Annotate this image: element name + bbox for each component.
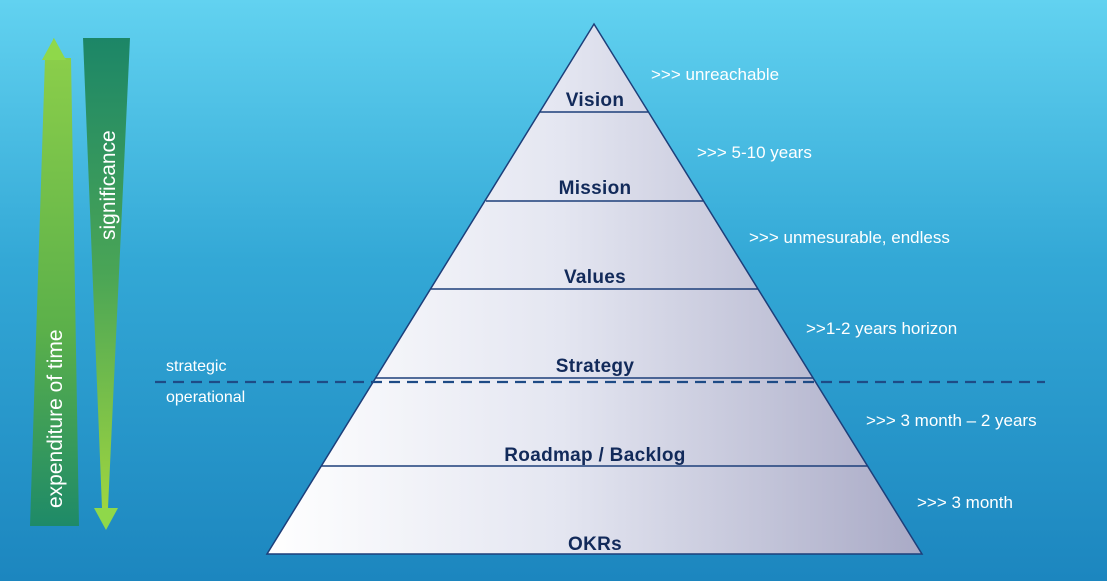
significance-arrow-head: [94, 508, 118, 530]
significance-arrow-label: significance: [97, 130, 120, 240]
operational-label: operational: [166, 389, 245, 406]
horizon-notes: >>> unreachable >>> 5-10 years >>> unmes…: [651, 65, 1037, 512]
note-roadmap: >>> 3 month – 2 years: [866, 411, 1037, 430]
pyramid: Vision Mission Values Strategy Roadmap /…: [265, 22, 924, 555]
time-arrow-head: [42, 38, 66, 60]
level-label-vision: Vision: [566, 90, 624, 111]
level-label-values: Values: [564, 267, 626, 288]
note-mission: >>> 5-10 years: [697, 143, 812, 162]
level-label-strategy: Strategy: [556, 356, 635, 377]
level-label-okrs: OKRs: [568, 534, 622, 555]
time-arrow-shape: [30, 38, 79, 526]
strategic-operational-divider: strategic operational: [155, 358, 1045, 406]
level-label-roadmap: Roadmap / Backlog: [504, 445, 685, 466]
note-vision: >>> unreachable: [651, 65, 779, 84]
note-okrs: >>> 3 month: [917, 493, 1013, 512]
strategic-label: strategic: [166, 358, 226, 375]
time-arrow-label: expenditure of time: [44, 329, 67, 508]
note-strategy: >>1-2 years horizon: [806, 319, 957, 338]
significance-arrow-shape: [83, 38, 130, 508]
level-label-mission: Mission: [559, 178, 632, 199]
note-values: >>> unmesurable, endless: [749, 228, 950, 247]
significance-arrow: significance: [83, 38, 130, 530]
time-arrow: expenditure of time: [30, 38, 79, 526]
